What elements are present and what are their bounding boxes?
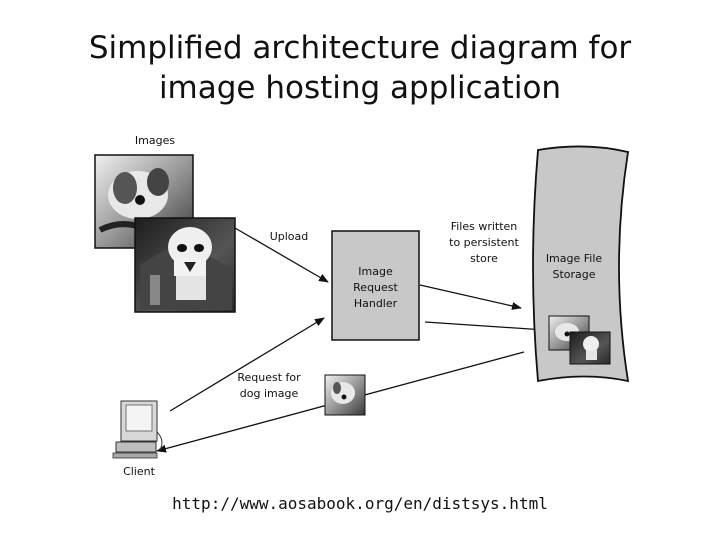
upload-label: Upload	[269, 230, 309, 243]
handler-line-1: Image	[358, 265, 393, 278]
client-request-arrow	[169, 317, 325, 412]
files-written-line-3: store	[470, 252, 498, 265]
image-file-storage-label: Image File Storage	[534, 251, 614, 283]
request-for-dog-image-label: Request for dog image	[229, 370, 309, 402]
slide-title: Simplified architecture diagram for imag…	[0, 28, 720, 108]
returned-dog-photo-icon	[324, 374, 366, 416]
slide-title-line-2: image hosting application	[158, 70, 562, 106]
files-written-line-2: to persistent	[449, 236, 519, 249]
stormtrooper-photo-icon	[134, 217, 236, 313]
source-url: http://www.aosabook.org/en/distsys.html	[172, 494, 548, 513]
image-request-handler-box	[331, 230, 420, 341]
upload-arrow	[234, 227, 329, 283]
storage-line-1: Image File	[545, 252, 603, 265]
handler-to-storage-arrow	[424, 321, 546, 334]
files-written-line-1: Files written	[450, 220, 518, 233]
storage-line-2: Storage	[552, 268, 596, 281]
client-label: Client	[123, 465, 155, 478]
handler-line-3: Handler	[353, 297, 398, 310]
request-line-2: dog image	[239, 387, 299, 400]
slide-title-line-1: Simplified architecture diagram for	[88, 30, 632, 66]
files-written-arrow	[419, 284, 522, 310]
images-label: Images	[134, 134, 176, 147]
stored-stormtrooper-photo-icon	[569, 331, 611, 365]
computer-icon	[112, 400, 163, 459]
handler-line-2: Request	[353, 281, 398, 294]
request-line-1: Request for	[237, 371, 301, 384]
image-request-handler-label: Image Request Handler	[332, 264, 419, 312]
files-written-label: Files written to persistent store	[440, 219, 528, 267]
